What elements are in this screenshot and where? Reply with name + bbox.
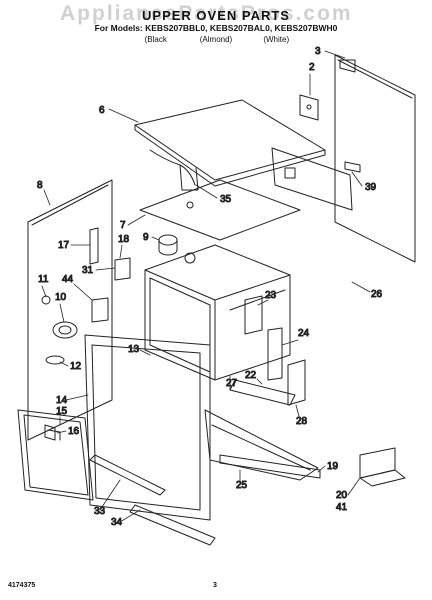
oven-cavity-part xyxy=(144,244,291,381)
callout-26: 26 xyxy=(371,289,383,300)
model-list: For Models: KEBS207BBL0, KEBS207BAL0, KE… xyxy=(94,23,338,33)
top-plate-part xyxy=(139,179,301,241)
vent-strip-part xyxy=(219,454,321,479)
callout-27: 27 xyxy=(226,378,238,389)
bracket-part xyxy=(299,94,319,121)
callout-35: 35 xyxy=(220,194,232,205)
callout-44: 44 xyxy=(62,274,74,285)
callout-3: 3 xyxy=(315,46,321,57)
side-vent-panel-part xyxy=(271,147,361,211)
color-black: (Black xyxy=(144,35,167,44)
rear-panel-part xyxy=(334,54,416,263)
callout-17: 17 xyxy=(58,240,70,251)
top-cover-part xyxy=(134,99,326,187)
footer-part-number: 4174375 xyxy=(8,582,36,589)
callout-39: 39 xyxy=(365,182,377,193)
callout-11: 11 xyxy=(38,274,49,285)
diagram-title: UPPER OVEN PARTS xyxy=(142,8,290,23)
latch-assembly-part xyxy=(244,295,306,406)
callout-23: 23 xyxy=(265,290,277,301)
mounting-bracket-part xyxy=(359,447,406,487)
callout-20: 20 xyxy=(336,490,348,501)
lamp-assembly-part xyxy=(41,295,109,365)
callout-15: 15 xyxy=(56,406,68,417)
inner-door-glass-part xyxy=(17,409,94,501)
callout-28: 28 xyxy=(296,416,308,427)
lower-rail-part xyxy=(229,379,296,406)
left-side-panel-part xyxy=(27,179,113,441)
color-white: (White) xyxy=(263,35,290,44)
door-frame-part xyxy=(84,334,211,521)
footer-page-number: 3 xyxy=(213,582,217,589)
callout-41: 41 xyxy=(336,502,348,513)
callout-7: 7 xyxy=(120,220,126,231)
color-list: (Black (Almond) (White) xyxy=(0,35,432,44)
callout-13: 13 xyxy=(128,344,140,355)
callout-24: 24 xyxy=(298,328,310,339)
callout-leader-lines xyxy=(41,50,371,523)
callout-12: 12 xyxy=(70,361,82,372)
callout-14: 14 xyxy=(56,395,68,406)
hinge-bracket-part xyxy=(89,227,131,281)
color-almond: (Almond) xyxy=(199,35,233,44)
callout-19: 19 xyxy=(327,461,339,472)
callout-31: 31 xyxy=(82,265,94,276)
door-handle-part xyxy=(44,424,56,441)
trim-strip-part xyxy=(89,454,216,546)
callout-22: 22 xyxy=(245,370,257,381)
wire-harness-part xyxy=(149,149,199,191)
callout-18: 18 xyxy=(118,234,130,245)
callout-34: 34 xyxy=(111,517,123,528)
callout-10: 10 xyxy=(55,292,67,303)
callout-2: 2 xyxy=(309,62,315,73)
callout-25: 25 xyxy=(236,480,248,491)
callout-16: 16 xyxy=(68,426,80,437)
callout-33: 33 xyxy=(94,506,106,517)
callout-6: 6 xyxy=(99,105,105,116)
watermark: AppliancePartsPros.com xyxy=(60,2,353,25)
callout-9: 9 xyxy=(143,232,149,243)
bottom-panel-part xyxy=(204,409,319,481)
callout-8: 8 xyxy=(37,180,43,191)
